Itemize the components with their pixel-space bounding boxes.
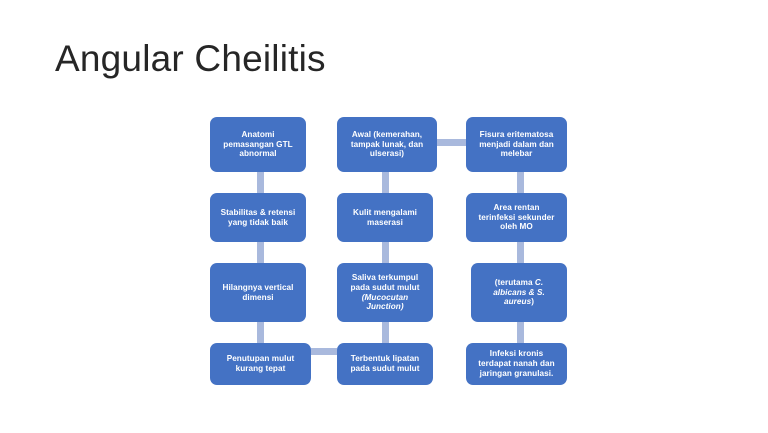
flow-node-label: (terutama C. albicans & S. aureus): [493, 277, 545, 307]
connector-c2r1-c3r1: [437, 139, 466, 146]
connector-c3r2-c3r3: [516, 242, 524, 263]
flow-node-c2r1[interactable]: Awal (kemerahan, tampak lunak, dan ulser…: [337, 117, 437, 172]
flow-node-c1r1[interactable]: Anatomi pemasangan GTL abnormal: [210, 117, 306, 172]
flow-node-label: Terbentuk lipatan pada sudut mulut: [350, 354, 420, 373]
flow-node-label: Hilangnya vertical dimensi: [222, 282, 294, 302]
flow-node-c2r4[interactable]: Terbentuk lipatan pada sudut mulut: [337, 343, 433, 385]
flow-node-c2r2[interactable]: Kulit mengalami maserasi: [337, 193, 433, 242]
page-title: Angular Cheilitis: [55, 38, 326, 79]
connector-c1r4-c2r4: [311, 348, 337, 355]
flow-node-label: Kulit mengalami maserasi: [353, 207, 417, 227]
connector-c2r3-c2r4: [381, 322, 389, 343]
connector-c1r2-c1r3: [256, 242, 264, 263]
flow-node-c3r3[interactable]: (terutama C. albicans & S. aureus): [471, 263, 567, 322]
flow-node-label: Penutupan mulut kurang tepat: [226, 354, 295, 373]
flow-node-c1r4[interactable]: Penutupan mulut kurang tepat: [210, 343, 311, 385]
connector-c2r2-c2r3: [381, 242, 389, 263]
flow-node-c2r3[interactable]: Saliva terkumpul pada sudut mulut (Mucoc…: [337, 263, 433, 322]
flow-node-label: Infeksi kronis terdapat nanah dan jaring…: [478, 349, 555, 378]
connector-c3r1-c3r2: [516, 172, 524, 193]
flow-node-label: Awal (kemerahan, tampak lunak, dan ulser…: [350, 129, 424, 159]
flow-node-c3r1[interactable]: Fisura eritematosa menjadi dalam dan mel…: [466, 117, 567, 172]
flow-node-c3r4[interactable]: Infeksi kronis terdapat nanah dan jaring…: [466, 343, 567, 385]
connector-c1r3-c1r4: [256, 322, 264, 343]
connector-c1r1-c1r2: [256, 172, 264, 193]
flow-node-label: Stabilitas & retensi yang tidak baik: [220, 207, 296, 227]
flow-node-label: Anatomi pemasangan GTL abnormal: [223, 129, 293, 159]
flow-node-label: Saliva terkumpul pada sudut mulut (Mucoc…: [350, 273, 420, 312]
connector-c3r3-c3r4: [516, 322, 524, 343]
connector-c2r1-c2r2: [381, 172, 389, 193]
flow-node-label: Area rentan terinfeksi sekunder oleh MO: [478, 202, 555, 232]
flow-node-label: Fisura eritematosa menjadi dalam dan mel…: [479, 129, 554, 159]
flow-node-c1r2[interactable]: Stabilitas & retensi yang tidak baik: [210, 193, 306, 242]
flow-node-c1r3[interactable]: Hilangnya vertical dimensi: [210, 263, 306, 322]
flow-node-c3r2[interactable]: Area rentan terinfeksi sekunder oleh MO: [466, 193, 567, 242]
